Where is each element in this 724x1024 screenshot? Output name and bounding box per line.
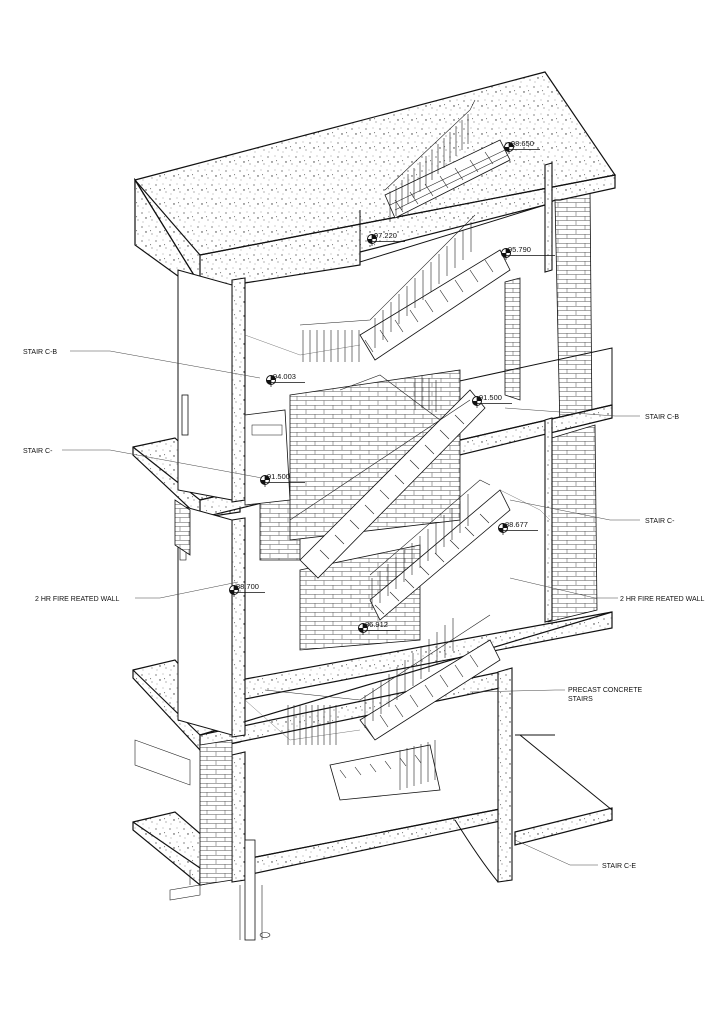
elevation-label: 88.677: [505, 520, 528, 529]
elevation-marker: 88.700: [229, 582, 265, 597]
labels-left: STAIR C-B STAIR C- 2 HR FIRE REATED WALL: [23, 349, 120, 603]
elevation-marker: 94.003: [266, 372, 305, 387]
doorway-upper-left: [244, 409, 291, 506]
label-stair-c-left: STAIR C-: [23, 448, 53, 455]
label-fire-wall-left: 2 HR FIRE REATED WALL: [35, 596, 120, 603]
label-stair-c-b-right: STAIR C-B: [645, 414, 679, 421]
stair-flight-mid-upper: [289, 374, 486, 579]
downpipe: [134, 739, 271, 941]
elevation-marker: 86.912: [358, 620, 400, 635]
label-stair-c-b-left: STAIR C-B: [23, 349, 57, 356]
stair-flight-bottom: [329, 740, 441, 801]
elevation-label: 94.003: [273, 372, 296, 381]
label-precast-line2: STAIRS: [568, 696, 593, 703]
roof-slab: [134, 71, 616, 295]
leader-lines: [62, 350, 640, 866]
elevation-label: 91.500: [479, 393, 502, 402]
elevation-marker: 91.500: [472, 393, 512, 408]
elevation-marker: 95.790: [501, 245, 555, 260]
label-precast-line1: PRECAST CONCRETE: [568, 687, 642, 694]
left-concrete-wall: [177, 269, 246, 883]
label-stair-c-e: STAIR C-E: [602, 863, 636, 870]
elevation-label: 97.220: [374, 231, 397, 240]
elevation-marker: 88.677: [498, 520, 538, 535]
labels-right: STAIR C-B STAIR C- 2 HR FIRE REATED WALL…: [568, 414, 705, 870]
elevation-label: 91.500: [267, 472, 290, 481]
stair-flight-top: [384, 99, 511, 222]
elevation-markers: 98.650 97.220 95.790 94.003 91.500: [229, 139, 555, 635]
elevation-label: 98.650: [511, 139, 534, 148]
center-wall: [454, 162, 553, 883]
elevation-label: 88.700: [236, 582, 259, 591]
elevation-label: 86.912: [365, 620, 388, 629]
elevation-marker: 91.500: [260, 472, 305, 487]
label-stair-c-right: STAIR C-: [645, 518, 675, 525]
stair-flight-upper: [244, 214, 511, 362]
elevation-marker: 97.220: [367, 231, 405, 246]
label-fire-wall-right: 2 HR FIRE REATED WALL: [620, 596, 705, 603]
stair-flight-lower: [244, 614, 501, 745]
elevation-marker: 98.650: [504, 139, 540, 154]
stair-flight-mid-lower: [369, 479, 551, 621]
elevation-label: 95.790: [508, 245, 531, 254]
